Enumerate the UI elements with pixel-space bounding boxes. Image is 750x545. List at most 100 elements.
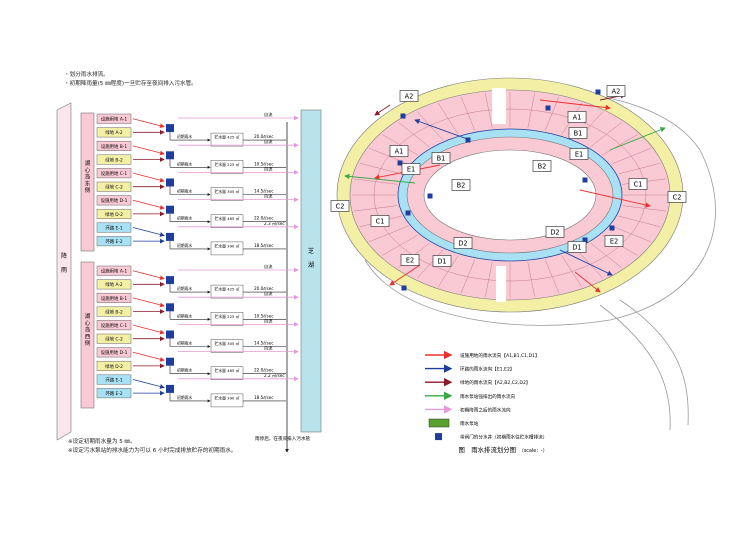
caption-scale: （scale：-）: [519, 448, 547, 454]
gate-marker: [427, 193, 433, 199]
zone-label: C1: [634, 180, 643, 188]
gate-marker: [401, 285, 407, 291]
overflow-label: 自流: [264, 111, 273, 118]
gate-well: [166, 330, 174, 339]
storage-tank: [210, 339, 244, 353]
block-divider: [398, 122, 430, 148]
rain-label-2: 雨: [61, 267, 67, 274]
tank-label: 初期雨水: [177, 216, 192, 221]
legend-label: 绿地的雨水流向【A2,B2,C2,D2】: [460, 379, 530, 386]
west-group-label-char: 西: [85, 333, 91, 340]
gate-well: [166, 357, 174, 366]
block-divider: [485, 93, 493, 128]
block-divider: [460, 259, 475, 294]
zone-label: C1: [376, 217, 385, 225]
zone-box: [96, 279, 132, 290]
top-gap: [492, 88, 506, 124]
block-divider: [602, 134, 638, 156]
gate-marker: [405, 210, 411, 216]
zone-code: 设施用地 C-1: [101, 322, 128, 329]
zone-code: 绿地 B-2: [105, 156, 123, 163]
legend-swatch: [428, 418, 450, 428]
zone-box: [96, 154, 132, 165]
zone-box: [96, 333, 132, 344]
block-divider: [527, 93, 535, 128]
drain-rate: 10.5ℓ/sec: [254, 161, 274, 166]
map-arrow: [579, 189, 651, 208]
block-divider: [561, 255, 582, 287]
tank-label: 初期雨水: [177, 243, 192, 248]
zone-label-box: [453, 237, 473, 249]
zone-label: D2: [458, 239, 467, 247]
zone-label-box: [330, 200, 350, 212]
map-arrow: [374, 104, 391, 116]
zone-label: A2: [612, 87, 621, 95]
footnote-1: ※设定初期雨水量为 5 ㎜。: [68, 439, 136, 445]
legend-label: 带闸门的分水井（初期雨水往贮水槽排流）: [460, 434, 547, 441]
zone-label: D1: [437, 257, 446, 265]
zone-box: [96, 236, 132, 247]
tank-volume: 贮水量 465 ㎥: [215, 216, 240, 221]
zone-box: [96, 320, 132, 331]
drain-rate: 18.5ℓ/sec: [254, 243, 274, 248]
zone-box: [96, 360, 132, 371]
block-divider: [438, 103, 459, 135]
tank-label: 初期雨水: [177, 313, 192, 318]
block-divider: [590, 242, 622, 268]
zone-label-box: [569, 148, 589, 160]
tank-volume: 贮水量 425 ㎥: [215, 287, 240, 292]
tank-volume: 贮水量 390 ㎥: [215, 243, 240, 248]
storage-tank: [210, 366, 244, 380]
zone-label: A1: [395, 147, 404, 155]
flow-arrow: [132, 379, 165, 389]
overflow-label: 自流: [264, 165, 273, 172]
storage-tank: [210, 132, 244, 147]
zone-box: [96, 388, 132, 399]
zone-label-box: [604, 235, 624, 247]
gate-well: [166, 232, 174, 241]
zone-label: C2: [673, 193, 682, 201]
tank-volume: 贮水量 465 ㎥: [215, 368, 240, 373]
legend-label: 雨水泵站强排出的雨水流向: [460, 393, 516, 400]
block-divider: [485, 262, 493, 297]
zone-box: [96, 168, 132, 179]
zone-label: B1: [574, 129, 583, 137]
overflow-label: 自流: [264, 345, 273, 352]
west-group-label: 湖心岛西侧: [85, 312, 91, 347]
drain-rate: 22.0ℓ/sec: [254, 216, 274, 221]
west-group-label-char: 侧: [85, 339, 91, 347]
zone-box: [96, 374, 132, 385]
zone-box: [96, 113, 132, 124]
zone-box: [96, 265, 132, 276]
gate-marker: [595, 89, 601, 95]
legend-label: 设施用地的雨水流向【A1,B1,C1,D1】: [460, 352, 540, 359]
legend-swatch: [435, 433, 442, 441]
map-arrow: [389, 264, 421, 286]
legend: 设施用地的雨水流向【A1,B1,C1,D1】环路的雨水流向【E1,E2】绿地的雨…: [425, 350, 547, 441]
drain-rate: 18.5ℓ/sec: [254, 395, 274, 400]
block-divider: [527, 262, 535, 297]
zone-box: [96, 306, 132, 317]
zone-label: E1: [407, 165, 415, 173]
tank-label: 初期雨水: [177, 189, 192, 194]
zone-code: 绿地 C-2: [105, 336, 123, 343]
zone-code: 绿地 D-2: [105, 211, 123, 218]
block-divider: [545, 96, 560, 131]
east-group-label: 湖心岛东侧: [85, 159, 91, 194]
zone-label-box: [400, 254, 420, 266]
zone-code: 设施用地 A-1: [101, 268, 127, 275]
overflow-label: 自流: [264, 290, 273, 297]
block-divider: [438, 255, 459, 287]
zone-label-box: [667, 191, 687, 203]
east-group-label-char: 岛: [85, 173, 91, 181]
tank-volume: 贮水量 225 ㎥: [215, 162, 240, 167]
center-lake: [423, 149, 597, 241]
zone-label-box: [370, 215, 390, 227]
gate-well: [166, 276, 174, 285]
zone-box: [96, 127, 132, 138]
drain-rate: 14.5ℓ/sec: [254, 341, 274, 346]
map-arrow: [344, 173, 416, 184]
storage-tank: [210, 312, 244, 326]
zone-label-box: [606, 85, 626, 97]
